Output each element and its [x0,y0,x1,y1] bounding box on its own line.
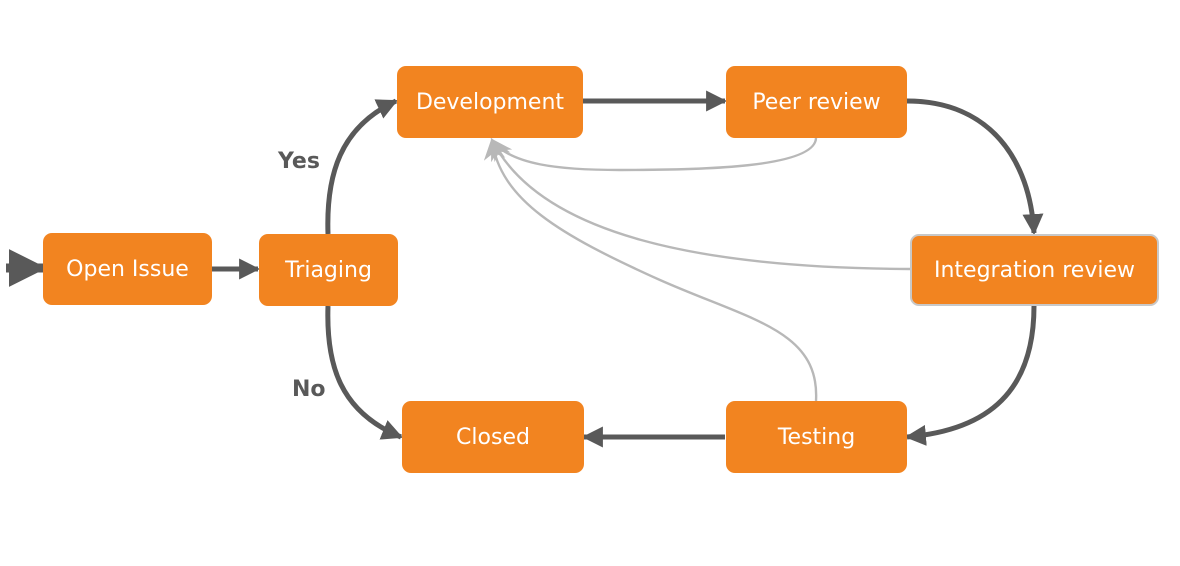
edge-integration-review-to-testing [904,305,1037,446]
edge-triaging-to-closed [325,305,403,440]
return-edge-integration-review [490,138,911,271]
return-edge-peer-review [490,137,818,172]
edge-triaging-to-development [325,98,398,235]
node-peer-review: Peer review [726,66,907,138]
return-edge-testing [483,137,818,402]
node-closed: Closed [402,401,584,473]
edge-peer-review-to-integration-review [906,98,1044,236]
node-testing: Testing [726,401,907,473]
node-triaging: Triaging [259,234,398,306]
node-development: Development [397,66,583,138]
edge-label-yes: Yes [278,149,320,174]
node-integration-review: Integration review [910,234,1159,306]
node-open-issue: Open Issue [43,233,212,305]
edge-label-no: No [292,377,326,402]
